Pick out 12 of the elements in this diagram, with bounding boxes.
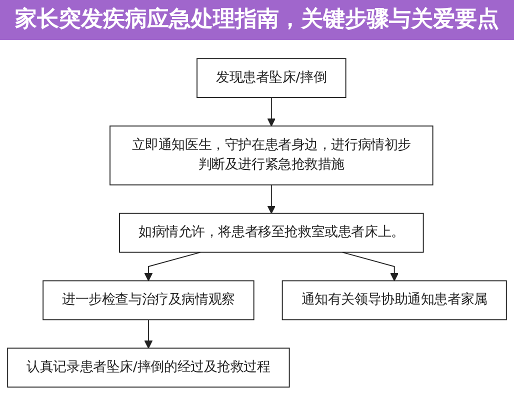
arrow	[267, 184, 276, 214]
process-box: 认真记录患者坠床/摔倒的经过及抢救过程	[7, 348, 290, 388]
arrow	[144, 319, 153, 349]
process-box: 通知有关领导协助通知患者家属	[282, 280, 507, 320]
arrow	[144, 252, 201, 282]
process-box: 进一步检查与治疗及病情观察	[42, 280, 254, 320]
arrow	[342, 252, 399, 282]
process-box: 发现患者坠床/摔倒	[196, 58, 346, 98]
title-banner: 家长突发疾病应急处理指南，关键步骤与关爱要点	[0, 0, 514, 40]
process-box: 立即通知医生，守护在患者身边，进行病情初步判断及进行紧急抢救措施	[110, 126, 434, 186]
arrow	[267, 97, 276, 127]
process-box: 如病情允许，将患者移至抢救室或患者床上。	[119, 213, 424, 253]
